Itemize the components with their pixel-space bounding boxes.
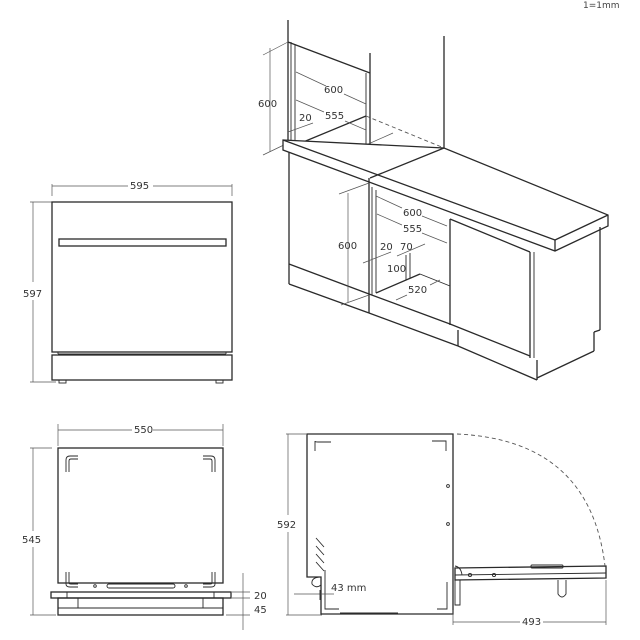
under-side-label: 20 <box>380 242 393 253</box>
scale-note: 1=1mm <box>583 1 620 11</box>
front-plinth <box>51 354 233 381</box>
door-open-label: 493 <box>522 617 541 628</box>
plinth-upper-label: 20 <box>254 591 267 602</box>
top-body <box>57 447 224 584</box>
under-height-label: 600 <box>338 241 357 252</box>
door-swing-arc <box>456 433 606 567</box>
top-width-label: 550 <box>134 425 153 436</box>
side-height-label: 592 <box>277 520 296 531</box>
offset-label: 43 mm <box>331 583 366 594</box>
under-outer-width-label: 600 <box>403 208 422 219</box>
top-view: 550 545 20 45 <box>22 424 267 630</box>
under-back-gap-label: 70 <box>400 242 413 253</box>
side-body <box>306 433 454 615</box>
open-door <box>454 565 607 581</box>
front-height-label: 597 <box>23 289 42 300</box>
under-inner-width-label: 555 <box>403 224 422 235</box>
front-width-label: 595 <box>130 181 149 192</box>
front-view: 595 597 <box>23 181 233 384</box>
top-depth-label: 545 <box>22 535 41 546</box>
tall-side-label: 20 <box>299 113 312 124</box>
front-handle <box>58 238 227 247</box>
under-back-height-label: 100 <box>387 264 406 275</box>
tall-height-label: 600 <box>258 99 277 110</box>
countertop <box>282 139 609 252</box>
isometric-view: 600 600 555 20 520 <box>258 20 609 381</box>
tall-outer-width-label: 600 <box>324 85 343 96</box>
front-door-panel <box>51 201 233 353</box>
tall-inner-width-label: 555 <box>325 111 344 122</box>
under-depth-label: 520 <box>408 285 427 296</box>
plinth-lower-label: 45 <box>254 605 267 616</box>
side-view: 592 43 mm 493 <box>277 433 607 628</box>
